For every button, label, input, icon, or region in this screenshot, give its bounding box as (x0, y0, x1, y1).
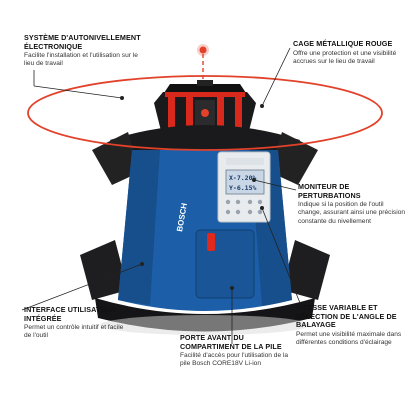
lcd-screen (225, 169, 265, 195)
callout-title: VITESSE VARIABLE ET SÉLECTION DE L'ANGLE… (296, 303, 397, 330)
callout-desc: Indique si la position de l'outil change… (298, 201, 406, 225)
callout-desc: Facilité d'accès pour l'utilisation de l… (180, 352, 289, 368)
callout-self-leveling: SYSTÈME D'AUTONIVELLEMENT ÉLECTRONIQUE F… (24, 33, 146, 69)
plumb-dot (199, 46, 207, 54)
callout-desc: Permet une visibilité maximale dans diff… (296, 330, 402, 346)
callout-cage: CAGE MÉTALLIQUE ROUGE Offre une protecti… (293, 39, 405, 66)
rotating-head (154, 80, 256, 135)
plumb-dot-halo (197, 44, 209, 56)
callout-battery-door: PORTE AVANT DU COMPARTIMENT DE LA PILE F… (180, 333, 298, 369)
laser-beam-front (27, 112, 383, 151)
lcd-line2: Y-6.15% (229, 184, 256, 192)
callout-interface: INTERFACE UTILISATEUR INTÉGRÉE Permet un… (24, 305, 124, 341)
leader-lines (21, 47, 301, 344)
callout-desc: Facilite l'installation et l'utilisation… (24, 52, 138, 68)
lcd-line1: X-7.20% (229, 174, 256, 182)
callout-title: CAGE MÉTALLIQUE ROUGE (293, 39, 393, 48)
callout-monitor: MONITEUR DE PERTURBATIONS Indique si la … (298, 182, 406, 226)
callout-desc: Permet un contrôle intuitif et facile de… (24, 324, 124, 340)
laser-beam-back (27, 75, 383, 114)
callout-title: INTERFACE UTILISATEUR INTÉGRÉE (24, 305, 116, 323)
callout-title: MONITEUR DE PERTURBATIONS (298, 182, 361, 200)
callout-title: SYSTÈME D'AUTONIVELLEMENT ÉLECTRONIQUE (24, 33, 141, 51)
callout-desc: Offre une protection et une visibilité a… (293, 49, 397, 65)
battery-door-latch (207, 233, 215, 251)
control-panel (217, 151, 271, 223)
leader-dots (120, 96, 264, 290)
callout-title: PORTE AVANT DU COMPARTIMENT DE LA PILE (180, 333, 282, 351)
callout-speed: VITESSE VARIABLE ET SÉLECTION DE L'ANGLE… (296, 303, 406, 347)
black-bumper-housing (80, 125, 330, 335)
